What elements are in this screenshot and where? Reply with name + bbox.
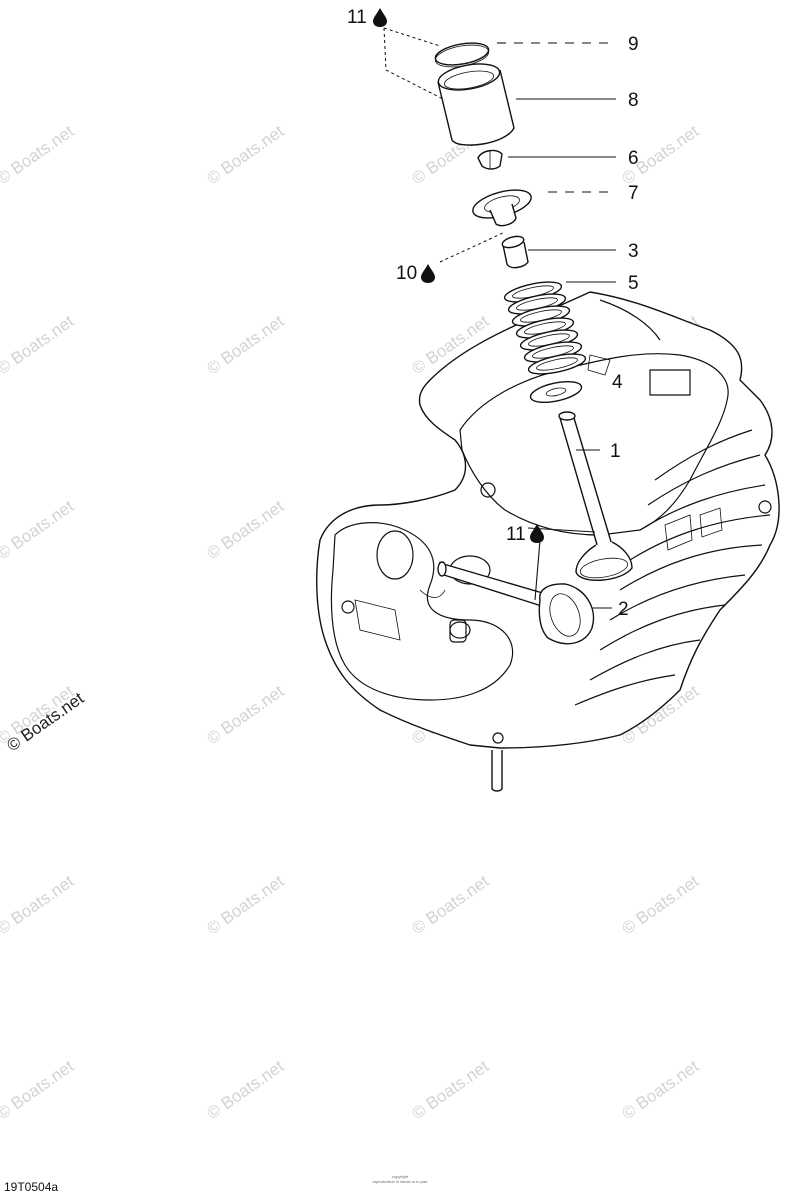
footer-notice: copyright reproduction in whole or in pa… bbox=[340, 1174, 460, 1184]
watermark-text: © Boats.net bbox=[618, 871, 702, 938]
callout-10: 10 bbox=[396, 263, 417, 284]
watermark-text: © Boats.net bbox=[0, 1056, 77, 1123]
watermark-text: © Boats.net bbox=[618, 1056, 702, 1123]
callout-11-top: 11 bbox=[347, 7, 367, 28]
callout-4: 4 bbox=[612, 372, 623, 393]
watermark-text: © Boats.net bbox=[203, 871, 287, 938]
leader-lines bbox=[383, 27, 616, 609]
retainer-part-7 bbox=[472, 189, 532, 227]
valve-part-1 bbox=[558, 411, 633, 581]
tappet-part-8 bbox=[437, 63, 515, 146]
cylinder-head bbox=[316, 291, 780, 792]
callout-9: 9 bbox=[628, 34, 639, 55]
callout-7: 7 bbox=[628, 183, 639, 204]
watermark-text: © Boats.net bbox=[408, 1056, 492, 1123]
watermark-text: © Boats.net bbox=[203, 496, 287, 563]
callout-3: 3 bbox=[628, 241, 639, 262]
callout-1: 1 bbox=[610, 441, 621, 462]
watermark-text: © Boats.net bbox=[0, 871, 77, 938]
watermark-text: © Boats.net bbox=[203, 121, 287, 188]
watermark-text: © Boats.net bbox=[203, 311, 287, 378]
oil-drop-icon bbox=[373, 8, 387, 27]
watermark-text: © Boats.net bbox=[203, 1056, 287, 1123]
watermark-text: © Boats.net bbox=[0, 496, 77, 563]
footer-line-2: reproduction in whole or in part bbox=[372, 1179, 428, 1184]
valve-part-2 bbox=[437, 561, 595, 645]
oil-drop-icon bbox=[421, 264, 435, 283]
watermark-text: © Boats.net bbox=[0, 121, 77, 188]
diagram-code: 19T0504a bbox=[4, 1180, 59, 1194]
oil-drop-icons bbox=[373, 8, 544, 543]
spring-seat-part-4 bbox=[529, 380, 583, 404]
callout-11-mid: 11 bbox=[506, 524, 526, 545]
watermark-text: © Boats.net bbox=[0, 311, 77, 378]
footer-line-1: copyright bbox=[391, 1174, 409, 1179]
callout-2: 2 bbox=[618, 599, 629, 620]
callout-8: 8 bbox=[628, 90, 639, 111]
callout-5: 5 bbox=[628, 273, 639, 294]
shim-part-9 bbox=[434, 42, 490, 68]
spring-coil bbox=[527, 353, 587, 375]
watermark-text: © Boats.net bbox=[408, 871, 492, 938]
spring-coil-inner bbox=[536, 357, 578, 371]
oil-drop-icon bbox=[530, 524, 544, 543]
watermark-text: © Boats.net bbox=[203, 681, 287, 748]
cotter-part-6 bbox=[477, 149, 503, 170]
valve-spring-part-5 bbox=[503, 281, 587, 375]
callout-6: 6 bbox=[628, 148, 639, 169]
stem-seal-part-3 bbox=[501, 235, 529, 269]
callouts: 9 8 6 7 3 5 4 1 2 11 10 11 bbox=[347, 7, 639, 620]
